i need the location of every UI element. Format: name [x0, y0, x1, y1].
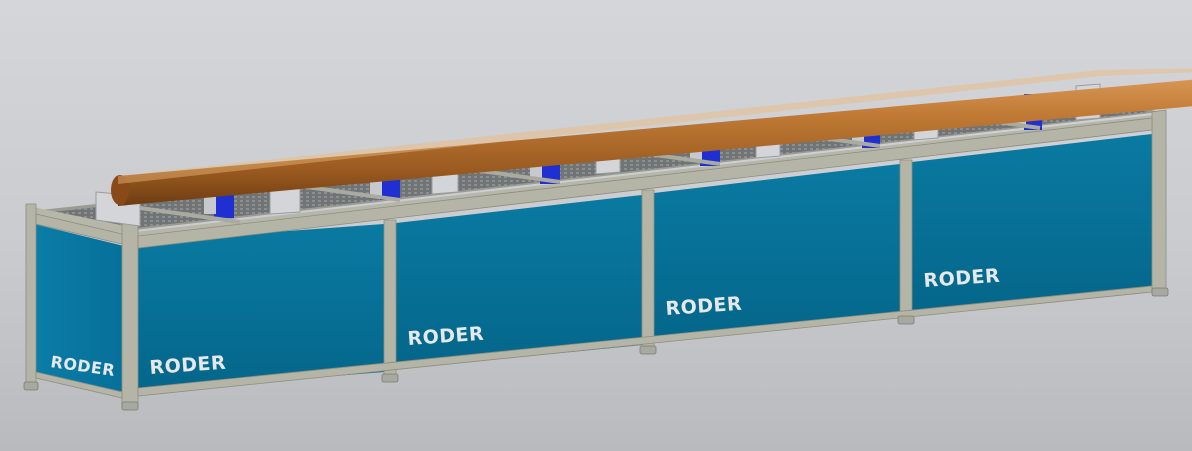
- front-panels: [137, 134, 1152, 392]
- brand-label-panel-4: RODER: [923, 265, 1001, 292]
- frame: [25, 109, 1167, 407]
- brand-label-panel-1: RODER: [149, 352, 227, 379]
- brand-label-panel-3: RODER: [665, 293, 743, 320]
- copper-pipe: [111, 68, 1192, 206]
- brand-label-panel-2: RODER: [407, 323, 485, 350]
- brand-labels: RODER RODER RODER RODER RODER: [49, 265, 1000, 380]
- leveling-feet: [23, 287, 1169, 411]
- end-panel: [34, 224, 124, 392]
